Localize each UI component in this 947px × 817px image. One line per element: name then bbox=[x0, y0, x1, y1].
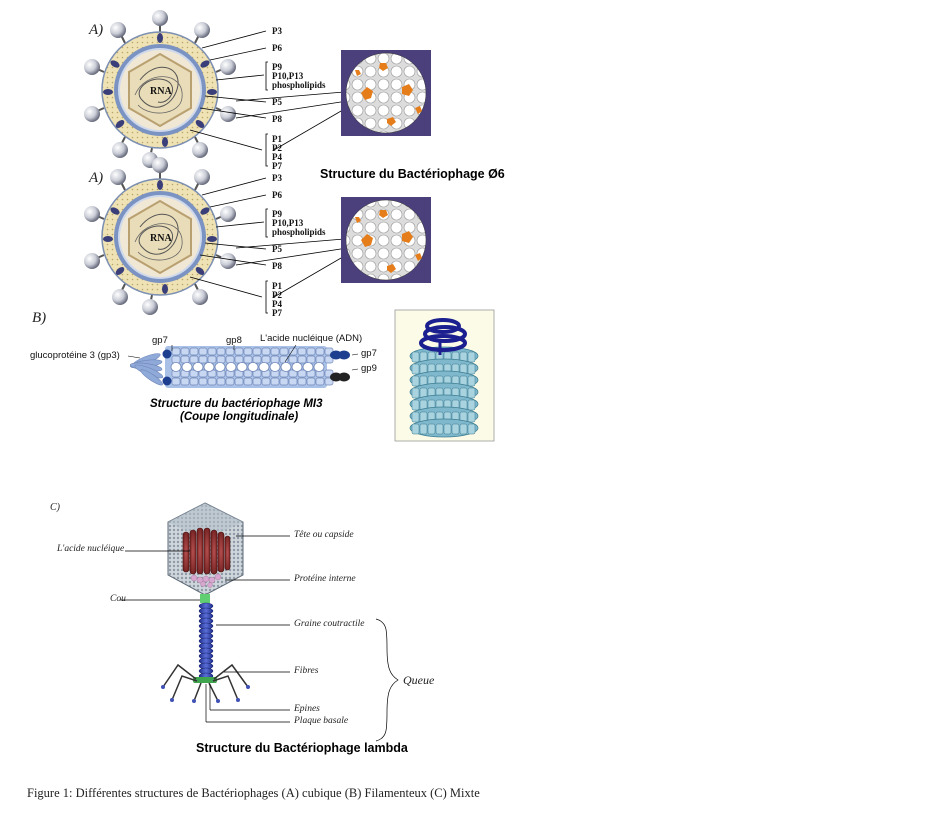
label-p5-2: P5 bbox=[272, 244, 282, 254]
label-cou: Cou bbox=[110, 594, 126, 604]
label-p5: P5 bbox=[272, 97, 282, 107]
label-p6: P6 bbox=[272, 43, 282, 53]
label-p10-p13-2: P10,P13 bbox=[272, 218, 304, 228]
label-graine: Graine coutractile bbox=[294, 619, 365, 629]
label-adn: L'acide nucléique (ADN) bbox=[260, 333, 363, 344]
label-p2: P2 bbox=[272, 143, 282, 153]
label-p8-2: P8 bbox=[272, 261, 282, 271]
phi6-micrograph-top bbox=[341, 50, 431, 136]
label-proteine-interne: Protéine interne bbox=[294, 574, 356, 584]
phi6-membrane-proteins bbox=[103, 33, 217, 147]
lambda-title: Structure du Bactériophage lambda bbox=[196, 741, 408, 755]
rna-label-2: RNA bbox=[150, 233, 172, 244]
label-gp9: gp9 bbox=[361, 363, 377, 374]
label-p2-2: P2 bbox=[272, 290, 282, 300]
label-p7: P7 bbox=[272, 161, 282, 171]
label-p7-2: P7 bbox=[272, 308, 282, 318]
label-p10-p13: P10,P13 bbox=[272, 71, 304, 81]
label-queue: Queue bbox=[403, 673, 435, 687]
phi6-micrograph-bottom bbox=[341, 197, 431, 283]
panel-label-a-top: A) bbox=[89, 22, 104, 38]
label-p1-2: P1 bbox=[272, 281, 282, 291]
label-p4-2: P4 bbox=[272, 299, 282, 309]
panel-label-c: C) bbox=[50, 502, 60, 513]
phi6-spikes bbox=[84, 10, 236, 168]
figure-caption: Figure 1: Différentes structures de Bact… bbox=[27, 786, 480, 800]
label-gp7-right: gp7 bbox=[361, 348, 377, 359]
label-fibres: Fibres bbox=[294, 666, 319, 676]
label-plaque-basale: Plaque basale bbox=[294, 716, 349, 726]
label-epines: Epines bbox=[294, 704, 320, 714]
panel-label-a-bottom: A) bbox=[89, 170, 104, 186]
label-p8: P8 bbox=[272, 114, 282, 124]
label-gp7-left: gp7 bbox=[152, 335, 168, 346]
m13-title: Structure du bactériophage MI3 bbox=[150, 398, 323, 410]
label-p9-2: P9 bbox=[272, 209, 282, 219]
label-p4: P4 bbox=[272, 152, 282, 162]
m13-diagram bbox=[127, 344, 359, 388]
phi6-title: Structure du Bactériophage Ø6 bbox=[320, 167, 505, 181]
label-nucleic-acid: L'acide nucléique bbox=[57, 544, 125, 554]
phi6-diagram-top bbox=[84, 10, 236, 168]
label-phospholipids-2: phospholipids bbox=[272, 227, 326, 237]
m13-helix-model bbox=[394, 309, 495, 442]
label-gp8: gp8 bbox=[226, 335, 242, 346]
rna-label: RNA bbox=[150, 86, 172, 97]
label-p1: P1 bbox=[272, 134, 282, 144]
label-gp3: glucoprotéine 3 (gp3) bbox=[30, 350, 120, 361]
panel-label-b: B) bbox=[32, 310, 47, 326]
label-phospholipids: phospholipids bbox=[272, 80, 326, 90]
label-p3: P3 bbox=[272, 26, 282, 36]
phi6-diagram-bottom bbox=[84, 157, 236, 315]
label-p6-2: P6 bbox=[272, 190, 282, 200]
label-tete: Tête ou capside bbox=[294, 530, 354, 540]
lambda-dna bbox=[182, 527, 231, 575]
m13-subtitle: (Coupe longitudinale) bbox=[180, 411, 299, 423]
lambda-diagram bbox=[120, 502, 399, 742]
label-p3-2: P3 bbox=[272, 173, 282, 183]
label-p9: P9 bbox=[272, 62, 282, 72]
